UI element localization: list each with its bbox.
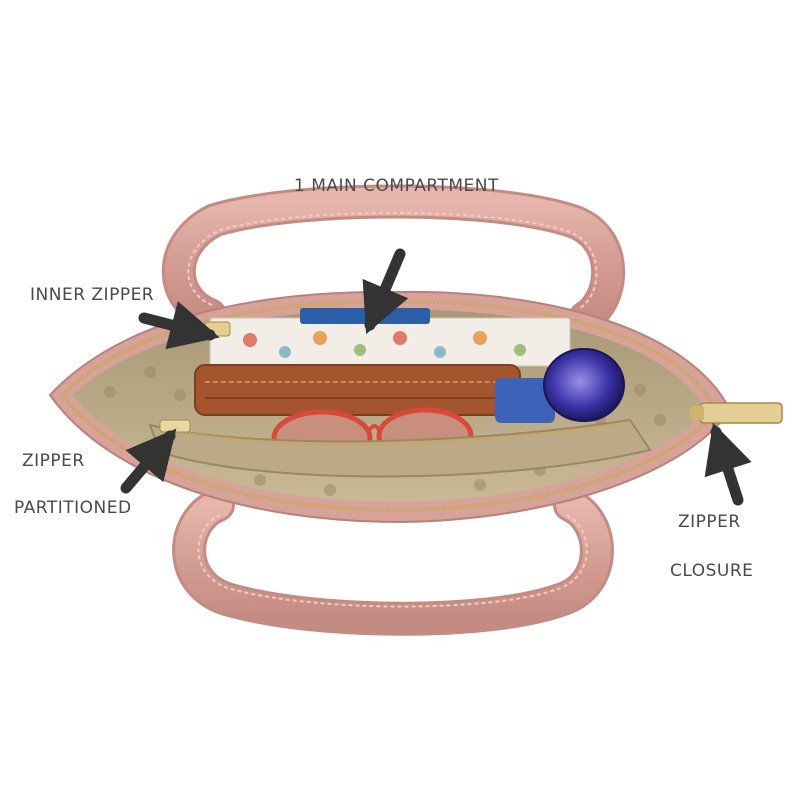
arrow-inner-zipper <box>138 301 220 350</box>
label-partitioned: PARTITIONED <box>14 498 132 518</box>
blue-phone <box>300 308 430 324</box>
brown-wallet <box>194 364 521 416</box>
arrow-zipper-partitioned <box>120 428 177 494</box>
water-bottle <box>495 348 625 423</box>
label-closure: CLOSURE <box>670 561 754 581</box>
label-main-compartment: 1 MAIN COMPARTMENT <box>294 176 499 196</box>
label-zipper-left: ZIPPER <box>22 451 85 471</box>
arrow-main-compartment <box>362 248 409 335</box>
zipper-pull <box>690 402 783 424</box>
partition-pocket <box>148 418 652 478</box>
top-handle <box>161 184 626 335</box>
label-zipper-right: ZIPPER <box>678 512 741 532</box>
bottom-handle <box>172 488 614 636</box>
floral-notebook <box>209 317 571 367</box>
arrow-zipper-closure <box>704 422 752 506</box>
label-inner-zipper: INNER ZIPPER <box>30 285 155 305</box>
